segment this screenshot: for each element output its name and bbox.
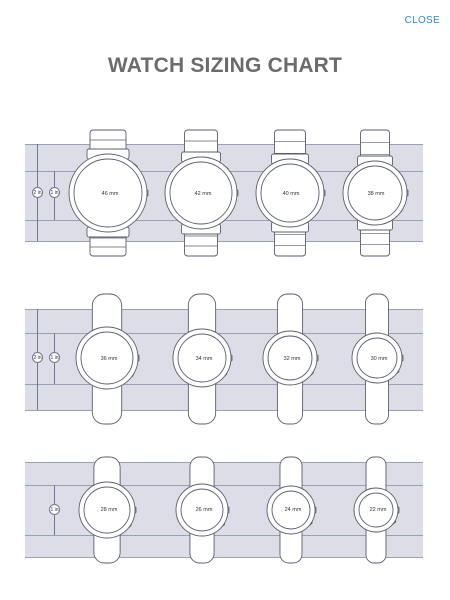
page-title: WATCH SIZING CHART (107, 54, 343, 77)
guide-line (25, 410, 423, 411)
watch-illustration (68, 129, 149, 257)
watch-size-label: 40 mm (282, 191, 300, 197)
guide-line (25, 241, 423, 242)
close-link[interactable]: CLOSE (404, 15, 440, 26)
watch-size-label: 32 mm (283, 356, 301, 362)
guide-line (25, 333, 423, 334)
watch-size-label: 42 mm (194, 191, 212, 197)
watch-group (78, 456, 400, 564)
watch-illustration (175, 456, 230, 564)
watch-illustration (353, 456, 400, 564)
panel-strap: 2 in 1 in 36 mm 34 mm 32 mm 30 mm (25, 292, 423, 426)
ruler-badge-1in: 1 in (49, 352, 60, 363)
watch-size-label: 22 mm (369, 507, 387, 513)
panel-strap-small: 1 in 28 mm 26 mm 24 mm 22 mm (25, 455, 423, 565)
ruler-badge-2in: 2 in (32, 352, 43, 363)
watch-size-label: 38 mm (367, 191, 385, 197)
watch-group (75, 293, 404, 425)
guide-line (25, 384, 423, 385)
watch-illustration (351, 293, 404, 425)
guide-line (25, 309, 423, 310)
panel-bracelet: 2 in 1 in 46 mm 42 mm 40 mm 38 mm (25, 127, 423, 259)
watch-size-label: 28 mm (100, 507, 118, 513)
watch-illustration (75, 293, 140, 425)
ruler-badge-1in: 1 in (49, 187, 60, 198)
watch-size-label: 36 mm (100, 356, 118, 362)
watch-illustration (172, 293, 233, 425)
guide-line (25, 462, 423, 463)
watch-illustration (266, 456, 317, 564)
watch-size-label: 26 mm (195, 507, 213, 513)
guide-line (25, 557, 423, 558)
watch-size-label: 34 mm (195, 356, 213, 362)
guide-line (25, 535, 423, 536)
ruler-badge-1in: 1 in (49, 504, 60, 515)
watch-illustration (262, 293, 319, 425)
watch-illustration (164, 129, 239, 257)
watch-size-label: 24 mm (284, 507, 302, 513)
guide-line (25, 485, 423, 486)
watch-size-label: 30 mm (370, 356, 388, 362)
ruler-badge-2in: 2 in (32, 187, 43, 198)
watch-illustration (342, 129, 409, 257)
watch-illustration (255, 129, 326, 257)
watch-size-label: 46 mm (101, 191, 119, 197)
watch-illustration (78, 456, 137, 564)
watch-group (68, 129, 409, 257)
guide-line (25, 144, 423, 145)
